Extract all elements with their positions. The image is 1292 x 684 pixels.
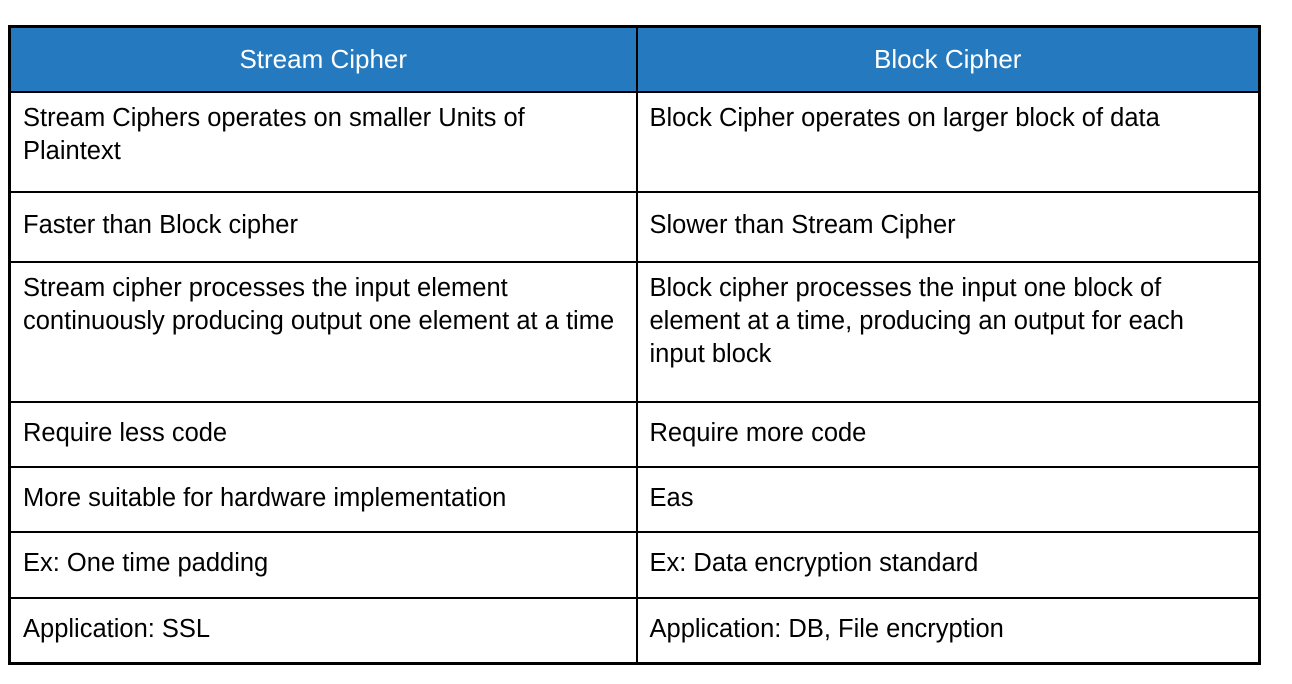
table-row: Stream Ciphers operates on smaller Units… [8,90,1261,193]
cell-block-cipher-5: Eas [635,465,1261,533]
table-header: Stream Cipher Block Cipher [8,25,1261,93]
cell-block-cipher-2: Slower than Stream Cipher [635,190,1261,263]
column-header-block-cipher: Block Cipher [635,25,1261,93]
table-body: Stream Ciphers operates on smaller Units… [8,90,1261,665]
stream-vs-block-cipher-table: Stream Cipher Block Cipher Stream Cipher… [8,25,1261,665]
column-header-stream-cipher: Stream Cipher [8,25,638,93]
cell-stream-cipher-7: Application: SSL [8,596,638,665]
table-row: Application: SSL Application: DB, File e… [8,596,1261,665]
cell-stream-cipher-3: Stream cipher processes the input elemen… [8,260,638,403]
cell-stream-cipher-5: More suitable for hardware implementatio… [8,465,638,533]
cell-block-cipher-1: Block Cipher operates on larger block of… [635,90,1261,193]
table-header-row: Stream Cipher Block Cipher [8,25,1261,93]
cell-stream-cipher-2: Faster than Block cipher [8,190,638,263]
table-row: More suitable for hardware implementatio… [8,465,1261,533]
table-row: Require less code Require more code [8,400,1261,468]
table-row: Ex: One time padding Ex: Data encryption… [8,530,1261,599]
table-row: Faster than Block cipher Slower than Str… [8,190,1261,263]
table-row: Stream cipher processes the input elemen… [8,260,1261,403]
cell-block-cipher-6: Ex: Data encryption standard [635,530,1261,599]
cell-stream-cipher-1: Stream Ciphers operates on smaller Units… [8,90,638,193]
cell-block-cipher-4: Require more code [635,400,1261,468]
cell-block-cipher-7: Application: DB, File encryption [635,596,1261,665]
cell-block-cipher-3: Block cipher processes the input one blo… [635,260,1261,403]
cell-stream-cipher-6: Ex: One time padding [8,530,638,599]
cell-stream-cipher-4: Require less code [8,400,638,468]
comparison-table-container: Stream Cipher Block Cipher Stream Cipher… [8,25,1261,665]
